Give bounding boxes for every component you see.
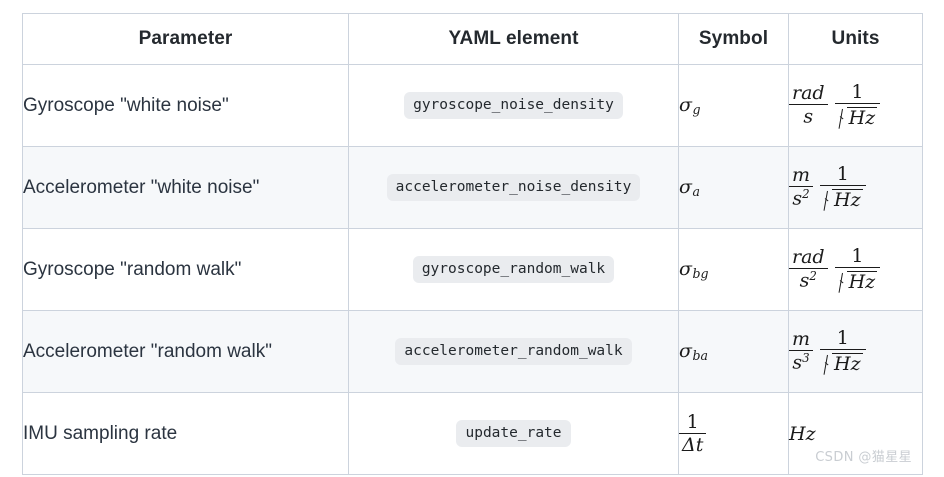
yaml-key-chip: accelerometer_noise_density bbox=[386, 173, 641, 202]
table-header: Parameter YAML element Symbol Units bbox=[22, 13, 923, 65]
sqrt-icon: Hz bbox=[823, 188, 863, 210]
units-expression: Hz bbox=[789, 422, 816, 445]
cell-symbol: 1 Δt bbox=[678, 392, 789, 475]
sqrt-icon: Hz bbox=[823, 352, 863, 374]
column-header-parameter: Parameter bbox=[22, 13, 349, 65]
csdn-watermark: CSDN @猫星星 bbox=[815, 450, 912, 465]
column-header-units: Units bbox=[788, 13, 923, 65]
cell-parameter: IMU sampling rate bbox=[22, 392, 349, 475]
units-expression: rad s 1 Hz bbox=[789, 83, 881, 128]
sqrt-icon: Hz bbox=[838, 270, 878, 292]
symbol-sampling-rate: 1 Δt bbox=[679, 412, 707, 455]
cell-symbol: σg bbox=[678, 64, 789, 147]
units-fraction-sqrt: 1 Hz bbox=[834, 247, 881, 292]
cell-symbol: σba bbox=[678, 310, 789, 393]
cell-units: m s2 1 Hz bbox=[788, 146, 923, 229]
units-fraction-primary: rad s bbox=[789, 84, 828, 126]
cell-units: Hz CSDN @猫星星 bbox=[788, 392, 923, 475]
units-fraction-primary: rad s2 bbox=[789, 248, 828, 290]
cell-parameter: Gyroscope "white noise" bbox=[22, 64, 349, 147]
units-fraction-primary: m s2 bbox=[789, 166, 814, 208]
units-expression: m s3 1 Hz bbox=[789, 329, 866, 374]
symbol-sigma-a: σa bbox=[679, 175, 700, 200]
cell-units: m s3 1 Hz bbox=[788, 310, 923, 393]
cell-symbol: σa bbox=[678, 146, 789, 229]
yaml-key-chip: update_rate bbox=[456, 419, 571, 448]
column-header-yaml-element: YAML element bbox=[348, 13, 679, 65]
cell-yaml-element: gyroscope_random_walk bbox=[348, 228, 679, 311]
cell-parameter: Gyroscope "random walk" bbox=[22, 228, 349, 311]
cell-yaml-element: gyroscope_noise_density bbox=[348, 64, 679, 147]
column-header-symbol: Symbol bbox=[678, 13, 789, 65]
table-row: Accelerometer "random walk" acceleromete… bbox=[22, 310, 923, 393]
sqrt-icon: Hz bbox=[838, 106, 878, 128]
units-fraction-sqrt: 1 Hz bbox=[820, 165, 866, 210]
table-body: Gyroscope "white noise" gyroscope_noise_… bbox=[22, 64, 923, 475]
units-fraction-primary: m s3 bbox=[789, 330, 814, 372]
parameter-table-container: Parameter YAML element Symbol Units Gyro… bbox=[22, 13, 923, 475]
symbol-fraction: 1 Δt bbox=[679, 412, 707, 455]
cell-symbol: σbg bbox=[678, 228, 789, 311]
cell-units: rad s 1 Hz bbox=[788, 64, 923, 147]
yaml-key-chip: gyroscope_random_walk bbox=[412, 255, 615, 284]
symbol-sigma-bg: σbg bbox=[679, 257, 709, 282]
header-row: Parameter YAML element Symbol Units bbox=[22, 13, 923, 65]
cell-yaml-element: accelerometer_noise_density bbox=[348, 146, 679, 229]
symbol-sigma-ba: σba bbox=[679, 339, 708, 364]
cell-yaml-element: accelerometer_random_walk bbox=[348, 310, 679, 393]
units-expression: rad s2 1 Hz bbox=[789, 247, 881, 292]
units-expression: m s2 1 Hz bbox=[789, 165, 866, 210]
table-row: IMU sampling rate update_rate 1 Δt Hz CS… bbox=[22, 392, 923, 475]
cell-yaml-element: update_rate bbox=[348, 392, 679, 475]
symbol-sigma-g: σg bbox=[679, 93, 701, 118]
units-fraction-sqrt: 1 Hz bbox=[820, 329, 866, 374]
cell-units: rad s2 1 Hz bbox=[788, 228, 923, 311]
yaml-key-chip: accelerometer_random_walk bbox=[395, 337, 632, 366]
imu-parameter-table: Parameter YAML element Symbol Units Gyro… bbox=[22, 13, 923, 475]
table-row: Accelerometer "white noise" acceleromete… bbox=[22, 146, 923, 229]
table-row: Gyroscope "white noise" gyroscope_noise_… bbox=[22, 64, 923, 147]
cell-parameter: Accelerometer "random walk" bbox=[22, 310, 349, 393]
cell-parameter: Accelerometer "white noise" bbox=[22, 146, 349, 229]
units-fraction-sqrt: 1 Hz bbox=[834, 83, 881, 128]
table-row: Gyroscope "random walk" gyroscope_random… bbox=[22, 228, 923, 311]
yaml-key-chip: gyroscope_noise_density bbox=[404, 91, 623, 120]
